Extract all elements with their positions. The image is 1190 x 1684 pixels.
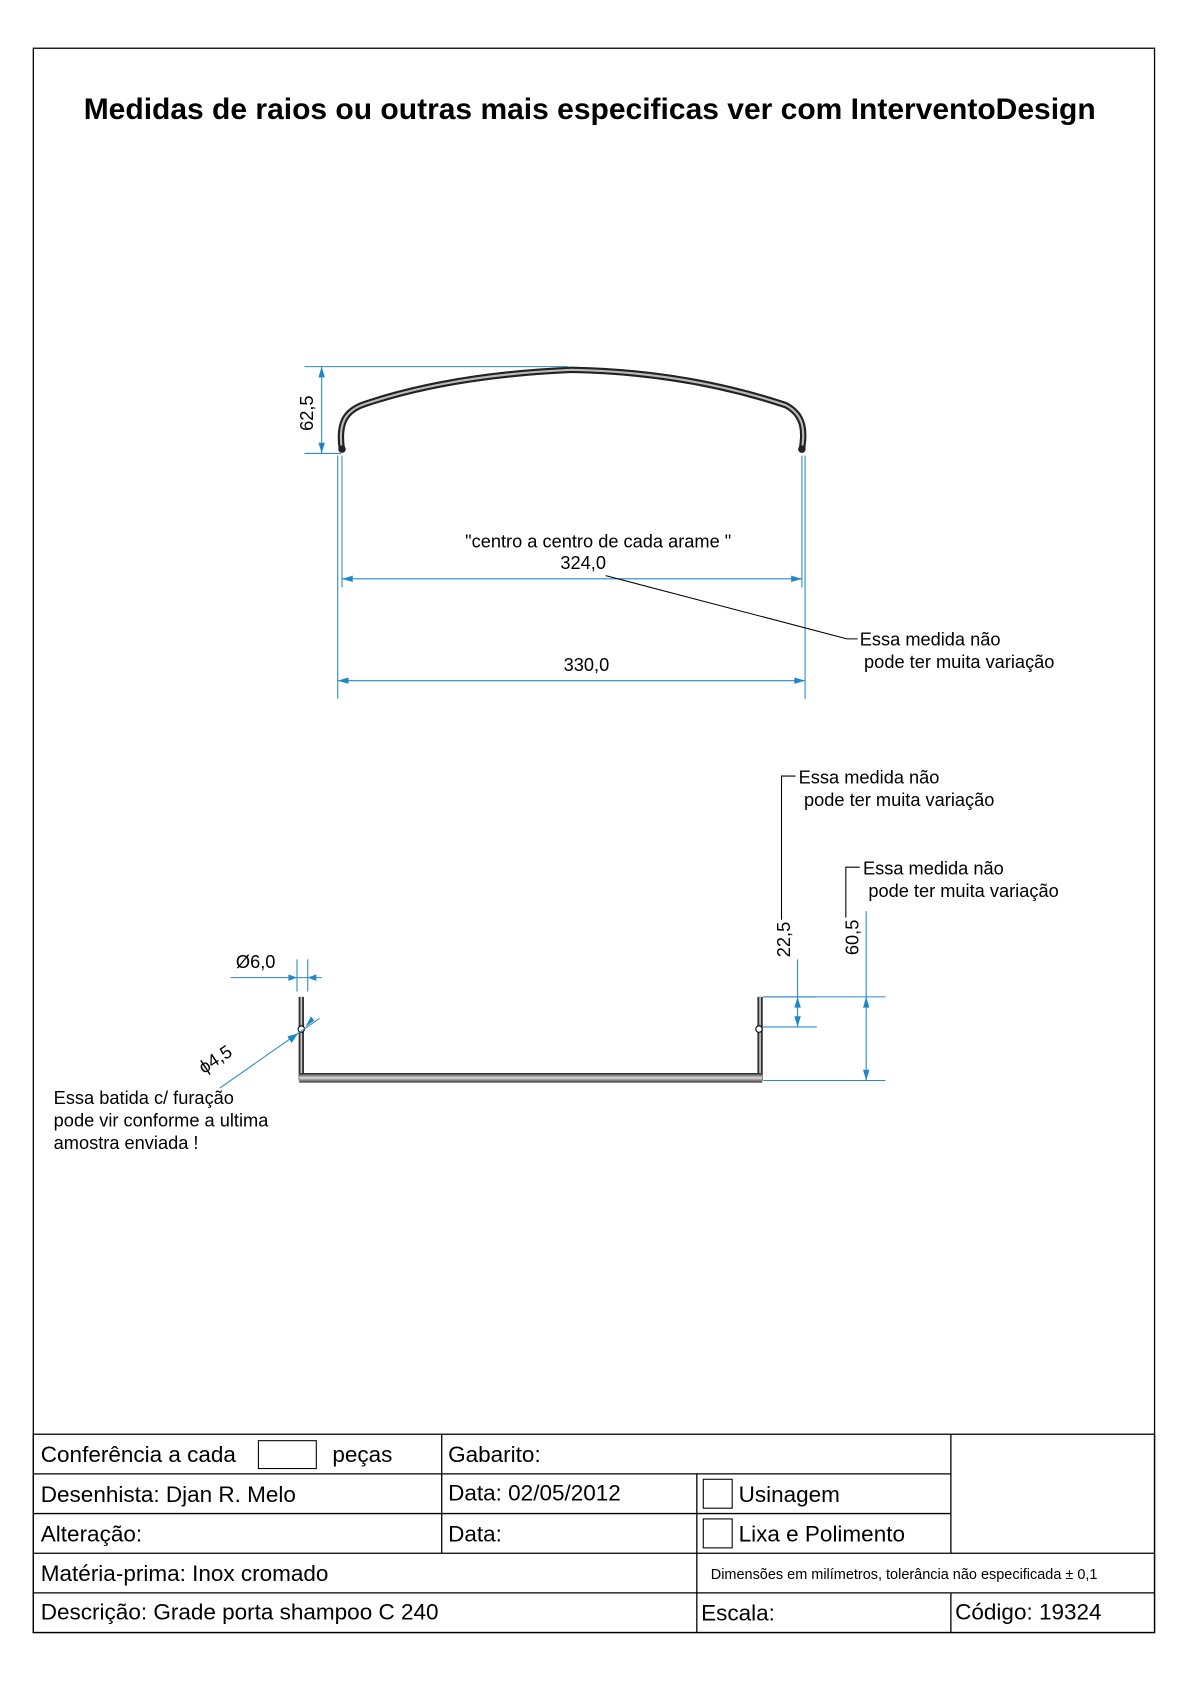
data-alteracao: Data:	[448, 1521, 502, 1546]
side-view: Ø6,0 ϕ4,5 Essa batida c/ furação pode vi…	[54, 768, 1059, 1154]
conferencia-quantity-input[interactable]	[257, 1440, 317, 1470]
alteracao-label: Alteração:	[41, 1521, 142, 1546]
page-title: Medidas de raios ou outras mais especifi…	[84, 93, 1096, 126]
tolerance-note-line2: pode ter muita variação	[864, 652, 1054, 672]
center-note: "centro a centro de cada arame "	[465, 532, 731, 552]
sheet-border	[32, 47, 1156, 1634]
lixa-label: Lixa e Polimento	[739, 1521, 905, 1546]
hole-diameter: ϕ4,5	[195, 1041, 236, 1077]
hole-note-line1: Essa batida c/ furação	[54, 1088, 234, 1108]
codigo: Código: 19324	[955, 1600, 1101, 1625]
wire-diameter: Ø6,0	[236, 952, 276, 972]
total-height-dimension: 60,5	[843, 920, 863, 955]
top-view: 62,5 "centro a centro de cada arame " 32…	[297, 366, 1054, 699]
lixa-checkbox[interactable]	[702, 1518, 733, 1549]
escala-label: Escala:	[701, 1601, 775, 1626]
hole-height-dimension: 22,5	[774, 922, 794, 957]
wire-bottom-bar	[299, 1073, 763, 1083]
usinagem-label: Usinagem	[739, 1482, 840, 1507]
title-block: Conferência a cada peças Gabarito: Desen…	[32, 1433, 1156, 1634]
data-desenho: Data: 02/05/2012	[448, 1481, 621, 1506]
desenhista: Desenhista: Djan R. Melo	[41, 1482, 296, 1507]
overall-dimension: 330,0	[564, 655, 610, 675]
total-height-note-line2: pode ter muita variação	[868, 881, 1058, 901]
hole-height-note-line1: Essa medida não	[799, 768, 940, 788]
descricao: Descrição: Grade porta shampoo C 240	[41, 1600, 439, 1625]
hole-note-line2: pode vir conforme a ultima	[54, 1111, 270, 1131]
conferencia-label: Conferência a cada	[41, 1442, 237, 1467]
gabarito-label: Gabarito:	[448, 1442, 541, 1467]
hole-height-note-line2: pode ter muita variação	[804, 790, 994, 810]
usinagem-checkbox[interactable]	[702, 1478, 733, 1509]
materia-prima: Matéria-prima: Inox cromado	[41, 1561, 329, 1586]
pecas-label: peças	[332, 1442, 392, 1467]
hole-right	[755, 1025, 763, 1033]
dimensoes-note: Dimensões em milímetros, tolerância não …	[711, 1567, 1098, 1583]
center-dimension: 324,0	[560, 553, 606, 573]
wire-arc	[337, 366, 807, 451]
height-dimension: 62,5	[297, 395, 317, 430]
tolerance-note-line1: Essa medida não	[860, 629, 1001, 649]
total-height-note-line1: Essa medida não	[863, 859, 1004, 879]
hole-note-line3: amostra enviada !	[54, 1133, 199, 1153]
